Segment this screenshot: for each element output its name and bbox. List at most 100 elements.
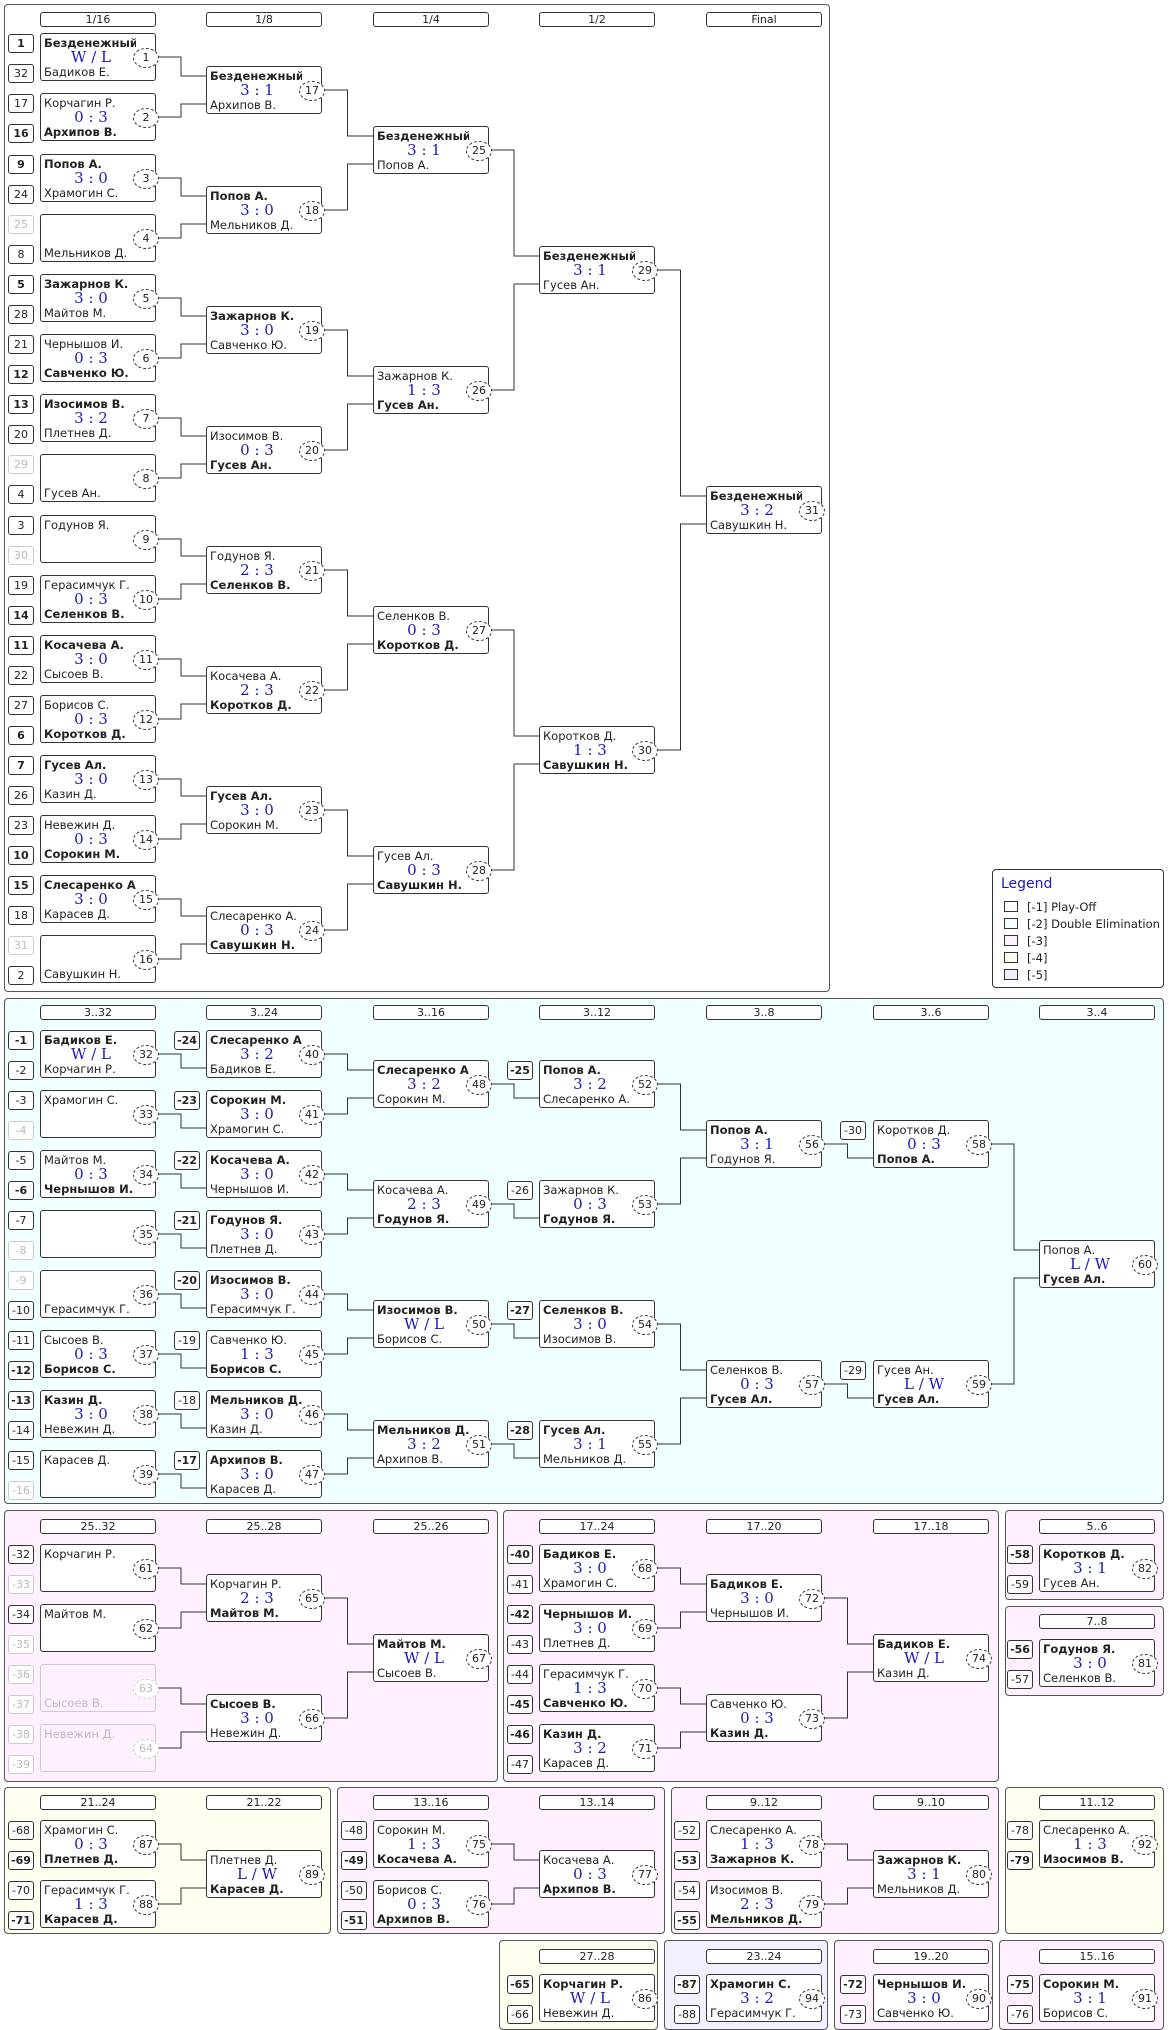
player-top: Гусев Ал. bbox=[44, 758, 107, 772]
match-box[interactable]: Храмогин С.33 bbox=[40, 1090, 159, 1138]
round-header: 3..8 bbox=[706, 1005, 822, 1020]
player-top: Бадиков Е. bbox=[877, 1637, 951, 1651]
match-box[interactable]: Годунов Я.9 bbox=[40, 515, 159, 563]
match-box[interactable]: Гусев Ан.8 bbox=[40, 454, 159, 502]
player-bottom: Савченко Ю. bbox=[877, 2006, 954, 2020]
player-top: Косачева А. bbox=[377, 1183, 449, 1197]
match-box[interactable]: Карасев Д.39 bbox=[40, 1450, 159, 1498]
match-box[interactable]: Сысоев В.63 bbox=[40, 1664, 159, 1712]
match-box[interactable]: 35 bbox=[40, 1210, 159, 1258]
match-box[interactable]: Корчагин Р.61 bbox=[40, 1544, 159, 1592]
match-box[interactable]: Невежин Д.64 bbox=[40, 1724, 159, 1772]
match-number: 80 bbox=[966, 1865, 992, 1885]
match-score: 0 : 3 bbox=[740, 1709, 774, 1727]
match-box[interactable]: Герасимчук Г.36 bbox=[40, 1270, 159, 1318]
seed-box: 1 bbox=[8, 34, 34, 53]
seed-box: 19 bbox=[8, 576, 34, 595]
player-top: Сорокин М. bbox=[1043, 1977, 1120, 1991]
match-box[interactable]: Мельников Д.4 bbox=[40, 214, 159, 262]
match-box[interactable]: Савушкин Н.16 bbox=[40, 935, 159, 983]
match-box[interactable]: Майтов М.62 bbox=[40, 1604, 159, 1652]
